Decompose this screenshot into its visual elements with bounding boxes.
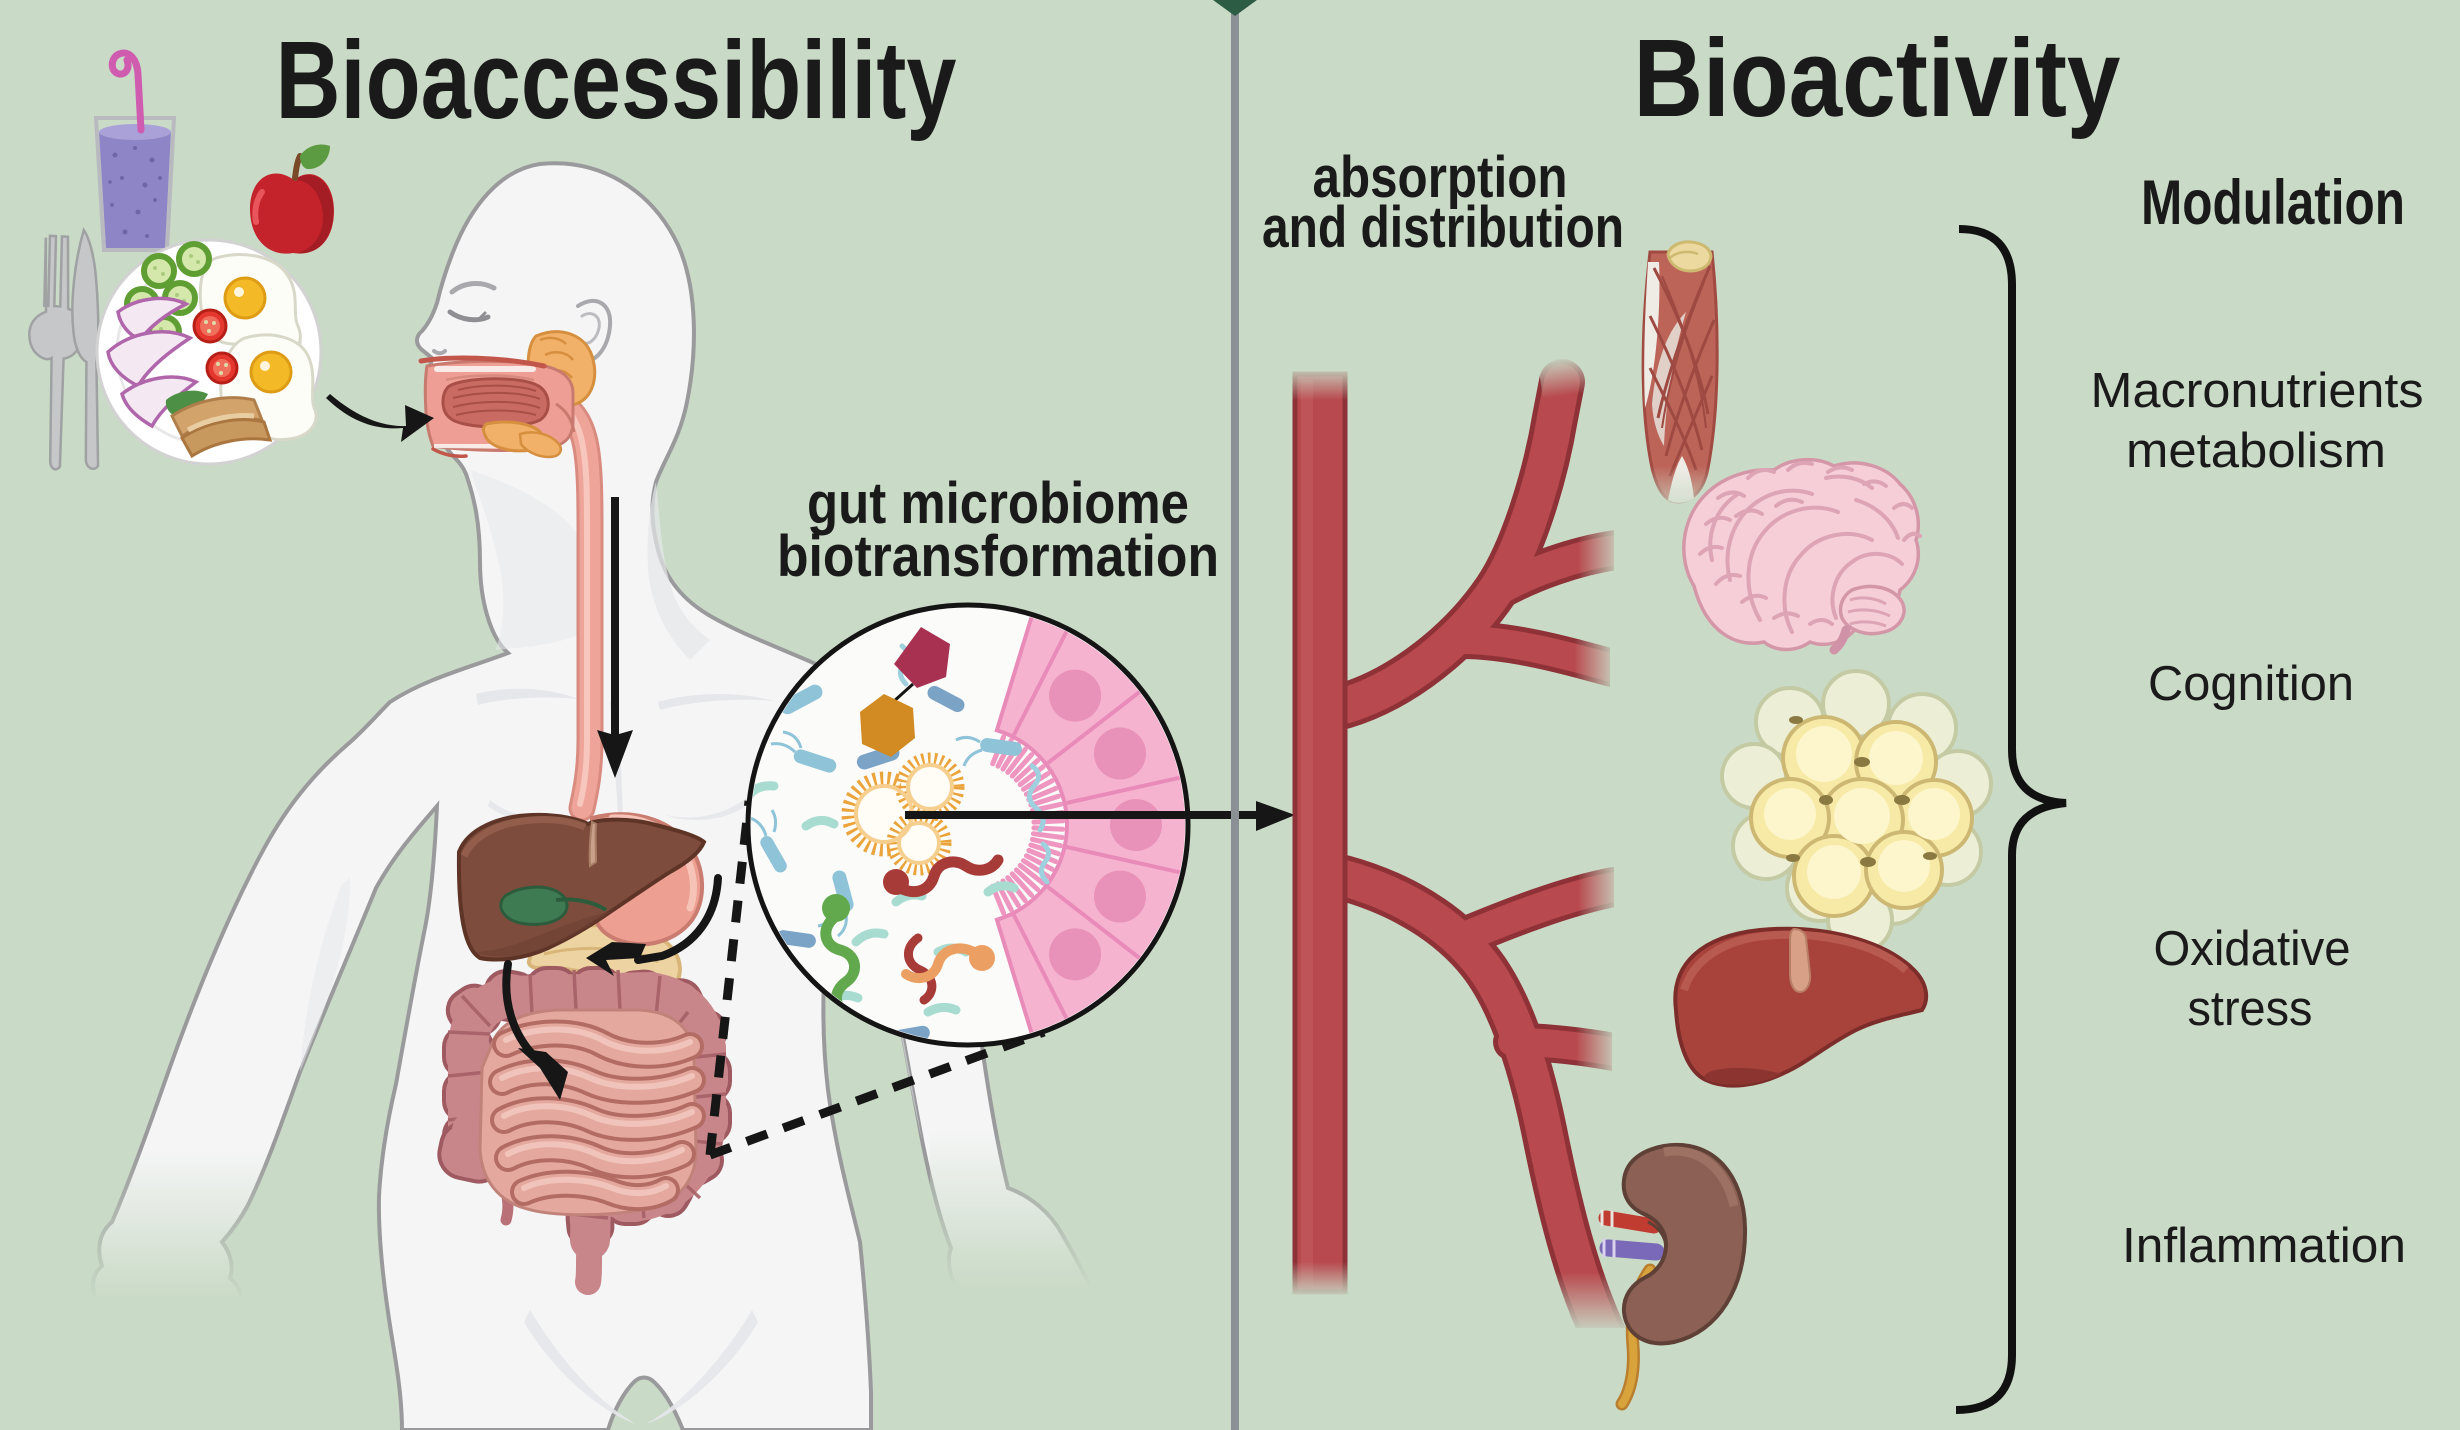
svg-text:Bioaccessibility: Bioaccessibility <box>276 19 957 142</box>
svg-text:biotransformation: biotransformation <box>777 524 1219 589</box>
svg-text:Cognition: Cognition <box>2148 657 2354 711</box>
svg-text:Bioactivity: Bioactivity <box>1634 17 2121 140</box>
svg-text:Modulation: Modulation <box>2141 168 2405 238</box>
svg-text:and distribution: and distribution <box>1262 195 1624 260</box>
svg-text:absorption: absorption <box>1313 145 1568 210</box>
svg-text:metabolism: metabolism <box>2126 424 2386 478</box>
svg-text:stress: stress <box>2188 982 2313 1036</box>
svg-text:Macronutrients: Macronutrients <box>2091 364 2424 418</box>
svg-text:Inflammation: Inflammation <box>2122 1219 2406 1273</box>
svg-text:Oxidative: Oxidative <box>2154 922 2351 976</box>
svg-text:gut microbiome: gut microbiome <box>807 471 1189 536</box>
